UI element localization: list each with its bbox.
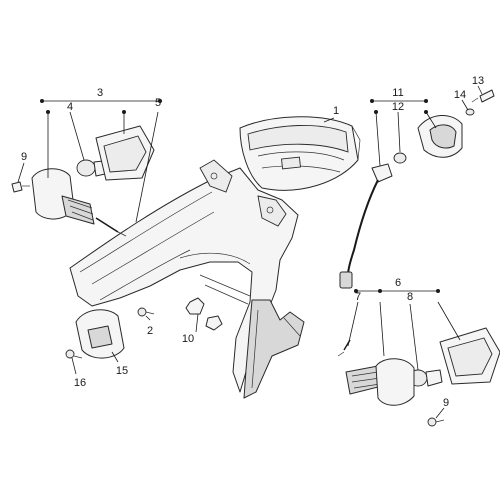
part-10-nut [185,297,223,331]
part-15-plate-bracket [75,309,125,359]
part-9-screw-left [11,181,30,193]
callout-1: 1 [333,105,339,117]
right-indicator-body [345,358,415,406]
callout-6: 6 [395,277,401,289]
leader-lines [17,85,483,419]
right-indicator-lens [439,327,500,385]
callout-11: 11 [392,87,403,99]
left-indicator-body [31,168,95,225]
reflector-top-right [417,115,463,158]
part-7-wire [337,339,351,357]
callout-12: 12 [392,101,404,113]
callout-2: 2 [147,325,153,337]
callout-9-left: 9 [21,151,27,163]
part-16-screw [65,349,83,359]
callout-5: 5 [155,97,161,109]
callout-14: 14 [454,89,466,101]
callout-16: 16 [74,377,86,389]
callout-4: 4 [67,101,73,113]
callout-15: 15 [116,365,128,377]
part-13-screw [471,89,495,103]
rear-fender-bracket [69,159,305,399]
part-1-tail-light [239,116,361,191]
callout-3: 3 [97,87,103,99]
part-9-screw-right [427,417,445,427]
part-5-wire [95,217,127,237]
left-indicator-lens [95,125,155,181]
callout-labels: 3 4 5 9 1 11 12 13 14 6 7 8 9 2 10 15 16 [21,75,484,409]
callout-10: 10 [182,333,194,345]
callout-8: 8 [407,291,413,303]
part-2-screw [137,307,155,317]
callout-13: 13 [472,75,484,87]
callout-7: 7 [355,291,361,303]
callout-9-right: 9 [443,397,449,409]
part-14-washer [465,108,475,116]
part-11-wire-harness [339,152,407,289]
